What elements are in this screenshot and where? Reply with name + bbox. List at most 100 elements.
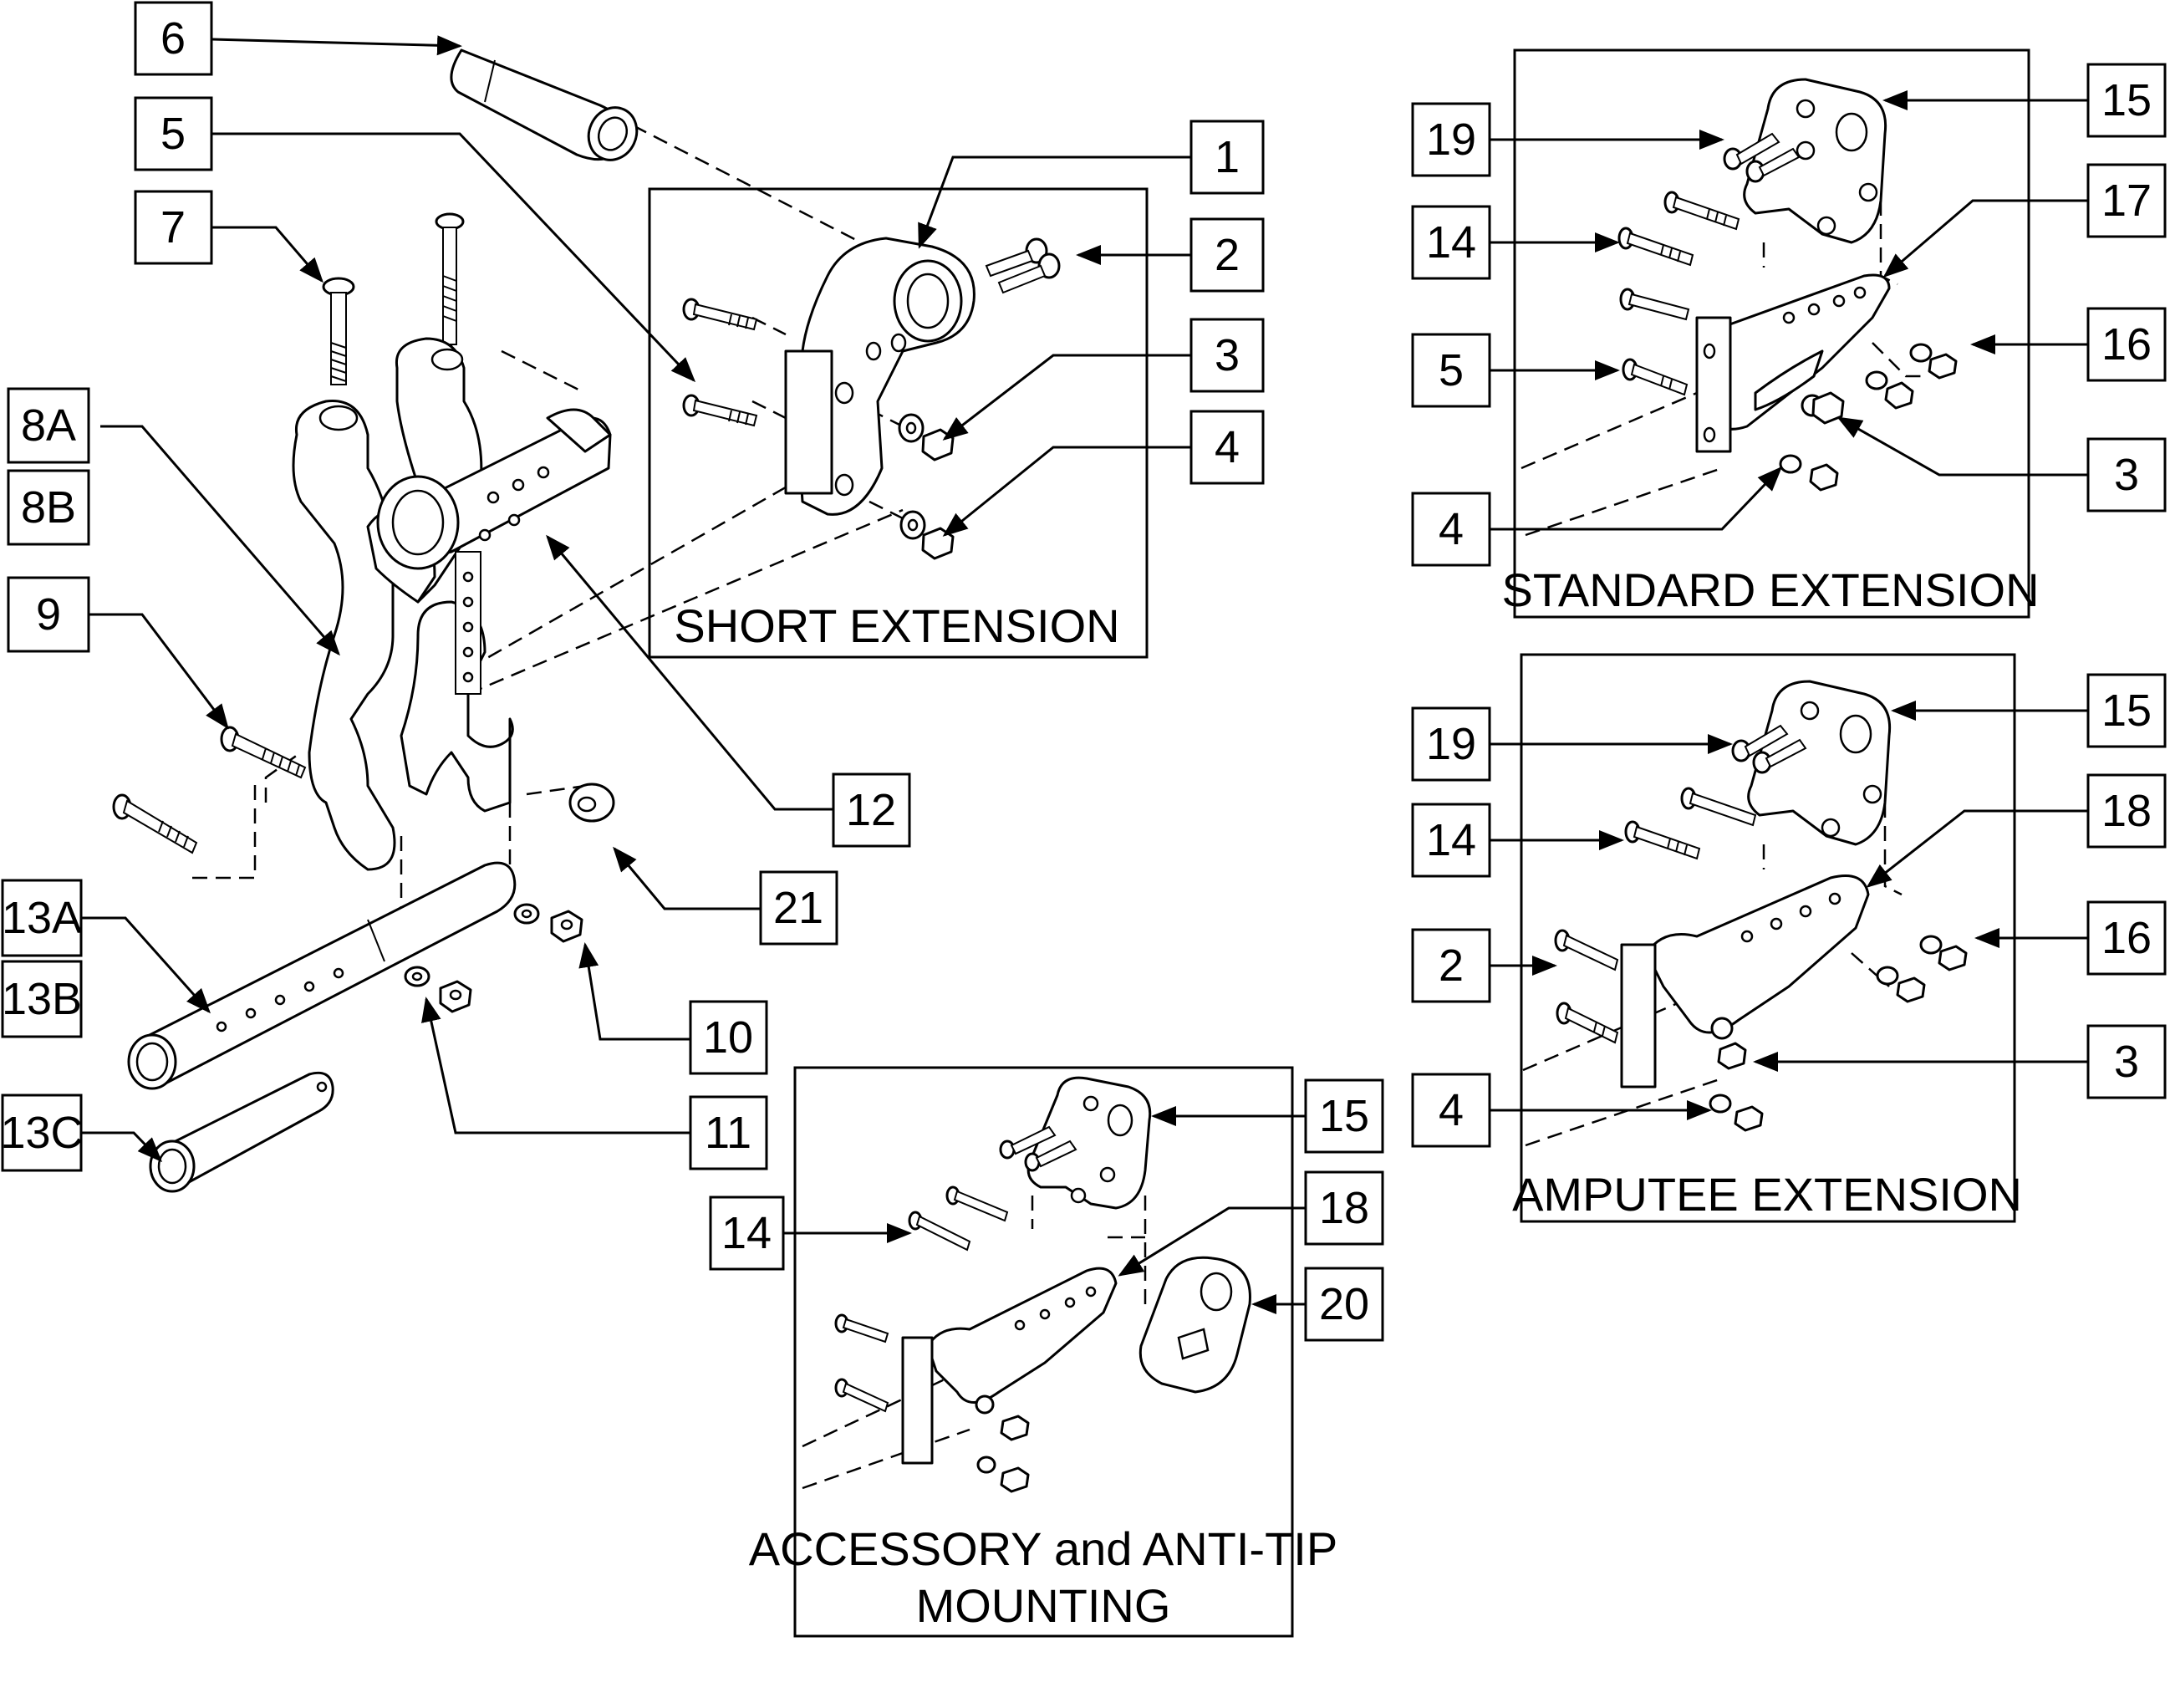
bolts-part-19 xyxy=(1723,132,1801,183)
svg-text:13B: 13B xyxy=(2,974,82,1024)
callout-8b: 8B xyxy=(7,469,90,546)
amputee-extension-parts xyxy=(1522,680,1968,1147)
svg-text:8B: 8B xyxy=(21,482,76,533)
svg-text:19: 19 xyxy=(1426,719,1476,769)
callout-std-14: 14 xyxy=(1411,205,1491,280)
callout-amp-4: 4 xyxy=(1411,1073,1491,1148)
callout-std-16: 16 xyxy=(2086,307,2167,382)
svg-text:12: 12 xyxy=(846,785,896,835)
callout-6: 6 xyxy=(134,1,213,76)
svg-text:3: 3 xyxy=(1215,330,1240,380)
callout-acc-14: 14 xyxy=(709,1196,785,1271)
svg-text:18: 18 xyxy=(2101,786,2152,836)
amputee-extension-title: AMPUTEE EXTENSION xyxy=(1512,1168,2022,1221)
svg-text:14: 14 xyxy=(1426,217,1476,268)
callout-21: 21 xyxy=(759,870,838,946)
perforated-plate-part-12 xyxy=(376,408,612,695)
accessory-bolts-left xyxy=(834,1313,889,1413)
callout-amp-18: 18 xyxy=(2086,773,2167,849)
svg-text:16: 16 xyxy=(2101,913,2152,963)
callout-12: 12 xyxy=(832,772,911,848)
axle-tube-part-13a xyxy=(127,861,517,1090)
callout-acc-18: 18 xyxy=(1304,1170,1384,1246)
amputee-bar-part-18 xyxy=(1620,874,1870,1089)
callout-2: 2 xyxy=(1189,217,1265,293)
callout-amp-19: 19 xyxy=(1411,706,1491,782)
mount-plate-part-20 xyxy=(1138,1256,1251,1394)
washers-nuts-amp xyxy=(1709,935,1968,1132)
standard-extension-title: STANDARD EXTENSION xyxy=(1501,563,2039,616)
bolts-part-5-std xyxy=(1619,288,1690,396)
callout-13b: 13B xyxy=(1,960,83,1038)
svg-text:4: 4 xyxy=(1439,1085,1464,1135)
svg-text:2: 2 xyxy=(1215,230,1240,280)
svg-text:11: 11 xyxy=(705,1108,751,1158)
svg-text:19: 19 xyxy=(1426,115,1476,165)
svg-text:17: 17 xyxy=(2101,176,2152,226)
extension-bar-part-17 xyxy=(1695,273,1891,453)
bolts-part-2 xyxy=(985,237,1061,294)
svg-text:7: 7 xyxy=(160,202,186,252)
svg-text:20: 20 xyxy=(1319,1279,1369,1329)
svg-text:10: 10 xyxy=(703,1012,753,1063)
standard-extension-frame xyxy=(1513,48,2030,619)
standard-extension-parts xyxy=(1521,78,1958,537)
svg-text:16: 16 xyxy=(2101,319,2152,370)
main-assembly-parts xyxy=(112,48,904,1193)
sleeve-tube-part-6 xyxy=(450,48,639,161)
callout-1: 1 xyxy=(1189,120,1265,195)
callout-amp-2: 2 xyxy=(1411,928,1491,1003)
callout-5: 5 xyxy=(134,96,213,171)
svg-text:13A: 13A xyxy=(2,893,82,943)
callout-acc-20: 20 xyxy=(1304,1267,1384,1342)
cap-part-21 xyxy=(568,783,615,823)
accessory-title-line1: ACCESSORY and ANTI-TIP xyxy=(749,1522,1337,1575)
svg-text:13C: 13C xyxy=(0,1108,83,1158)
accessory-parts xyxy=(802,1076,1251,1493)
callout-amp-3: 3 xyxy=(2086,1024,2167,1099)
callout-amp-14: 14 xyxy=(1411,803,1491,878)
callout-4: 4 xyxy=(1189,410,1265,485)
svg-text:18: 18 xyxy=(1319,1183,1369,1233)
callout-std-19: 19 xyxy=(1411,102,1491,177)
svg-text:15: 15 xyxy=(2101,75,2152,125)
accessory-nuts xyxy=(976,1415,1030,1493)
svg-text:9: 9 xyxy=(36,589,61,640)
callout-std-5: 5 xyxy=(1411,333,1491,408)
callout-std-3: 3 xyxy=(2086,437,2167,512)
callout-7: 7 xyxy=(134,190,213,265)
svg-text:2: 2 xyxy=(1439,941,1464,991)
svg-text:5: 5 xyxy=(160,109,186,159)
svg-text:8A: 8A xyxy=(21,400,76,451)
callout-11: 11 xyxy=(689,1095,768,1170)
svg-text:5: 5 xyxy=(1439,345,1464,395)
short-tube-part-13c xyxy=(149,1071,334,1193)
bolt-part-9 xyxy=(220,726,307,779)
accessory-screws xyxy=(999,1125,1077,1172)
svg-text:3: 3 xyxy=(2114,450,2139,500)
svg-text:4: 4 xyxy=(1215,422,1240,472)
callout-amp-16: 16 xyxy=(2086,900,2167,976)
callout-std-4: 4 xyxy=(1411,492,1491,567)
washer-nut-part-4 xyxy=(899,510,955,560)
accessory-title-line2: MOUNTING xyxy=(916,1579,1171,1632)
leader-lines xyxy=(81,35,2088,1314)
short-extension-parts xyxy=(682,237,1061,560)
callout-acc-15: 15 xyxy=(1304,1078,1384,1154)
svg-text:15: 15 xyxy=(2101,686,2152,736)
bolts-part-2-amp xyxy=(1554,929,1619,1044)
svg-text:1: 1 xyxy=(1215,132,1240,182)
washer-nut-part-10 xyxy=(513,903,583,943)
callout-8a: 8A xyxy=(7,387,90,464)
accessory-bar-part-18 xyxy=(901,1267,1118,1465)
svg-text:6: 6 xyxy=(160,13,186,64)
bolts-part-14-acc xyxy=(908,1185,1009,1252)
bolts-left xyxy=(682,298,758,427)
svg-text:4: 4 xyxy=(1439,504,1464,554)
callout-10: 10 xyxy=(689,1000,768,1075)
washer-nut-part-11 xyxy=(404,966,472,1013)
callout-9: 9 xyxy=(7,576,90,653)
clamp-bracket-part-1 xyxy=(784,237,975,516)
callout-13a: 13A xyxy=(1,879,83,957)
